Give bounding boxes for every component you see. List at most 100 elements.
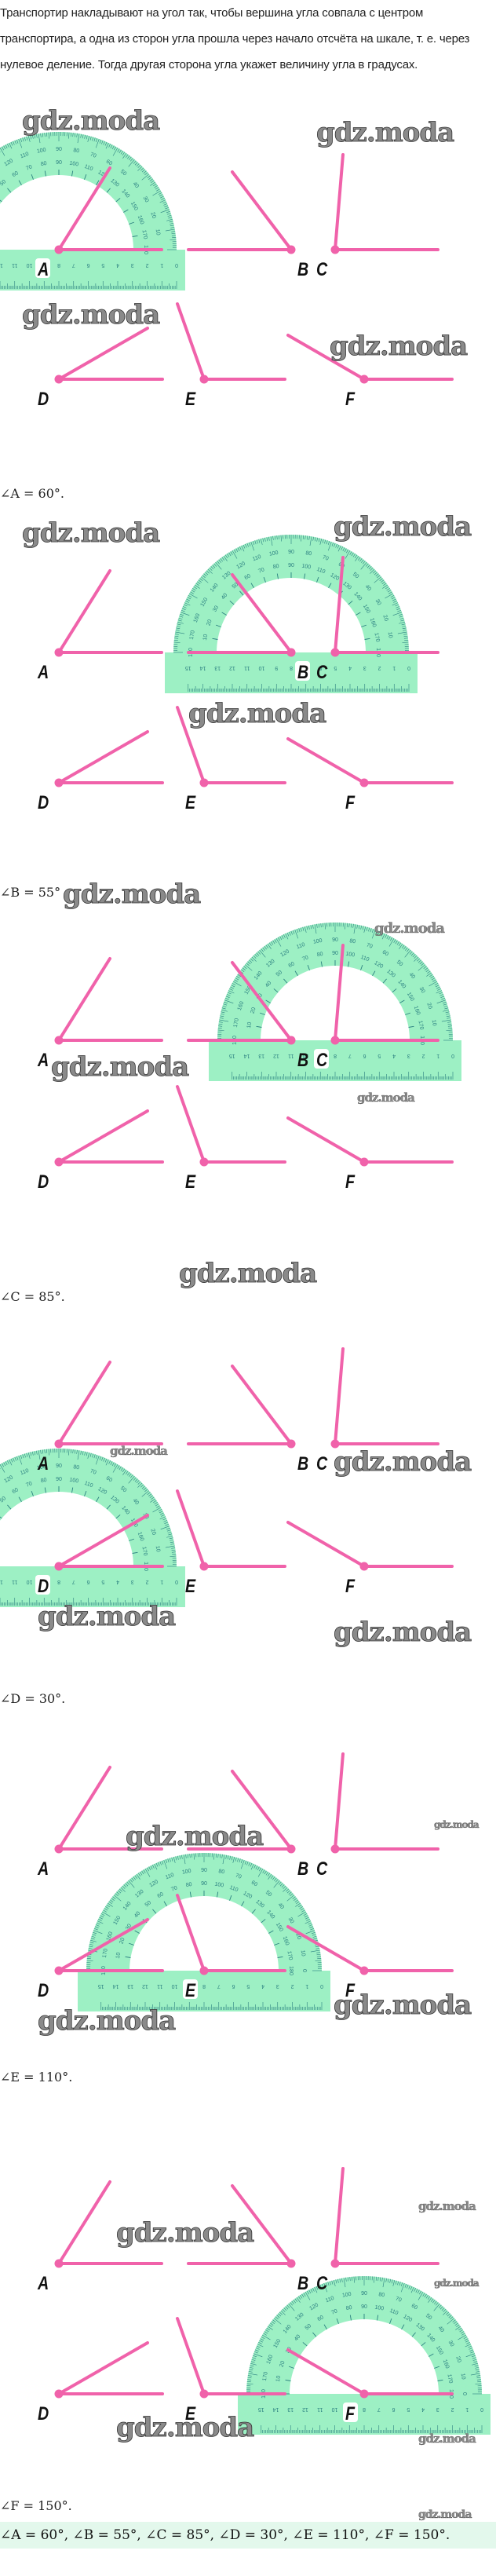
degree-tick: [165, 206, 170, 210]
degree-tick: [68, 132, 70, 139]
degree-tick: [136, 1873, 140, 1880]
degree-tick: [193, 586, 197, 590]
degree-tick: [346, 923, 348, 927]
protractor-arc: [86, 1853, 322, 1971]
angle-label-a: A: [37, 1858, 49, 1879]
degree-tick: [150, 1865, 153, 1869]
degree-tick: [97, 1920, 104, 1924]
ruler-label: 3: [276, 1983, 279, 1989]
degree-tick: [292, 930, 295, 934]
angle-c: C: [316, 1752, 439, 1879]
degree-tick: [93, 1930, 103, 1935]
degree-tick: [106, 1904, 110, 1908]
degree-tick: [127, 155, 130, 159]
degree-tick: [218, 1023, 223, 1025]
degree-tick: [283, 1885, 286, 1889]
degree-tick: [239, 546, 242, 550]
degree-tick: [20, 138, 23, 142]
degree-tick: [257, 951, 261, 955]
degree-tick: [128, 1475, 135, 1484]
angle-f: F: [286, 1925, 454, 2001]
degree-tick: [407, 948, 410, 952]
degree-tick: [458, 2334, 467, 2340]
degree-tick: [348, 923, 350, 928]
degree-tick: [42, 1449, 44, 1454]
angle-side: [286, 1521, 366, 1568]
degree-tick: [119, 149, 122, 154]
degree-tick: [430, 2298, 434, 2302]
degree-tick: [255, 2348, 260, 2350]
angle-e: E: [176, 302, 286, 409]
degree-tick: [262, 947, 265, 951]
degree-tick: [0, 1463, 5, 1473]
degree-tick-major: [408, 1025, 414, 1028]
degree-tick: [152, 190, 162, 196]
degree-tick: [391, 597, 396, 600]
degree-tick: [144, 1868, 151, 1877]
degree-tick-major: [288, 2366, 294, 2369]
angle-d: D: [38, 730, 164, 813]
degree-tick: [111, 145, 115, 150]
inner-scale-label: 60: [244, 573, 252, 581]
degree-tick: [177, 619, 182, 622]
degree-tick-major: [84, 174, 87, 180]
degree-tick: [414, 956, 419, 962]
degree-tick: [91, 1935, 96, 1938]
outer-scale-label: 60: [381, 949, 389, 957]
angle-side: [176, 1085, 206, 1164]
ruler-label: 2: [145, 1579, 148, 1584]
degree-tick: [84, 1451, 86, 1456]
angle-vertex: [286, 1439, 296, 1449]
degree-tick-major: [405, 1012, 411, 1015]
degree-tick: [276, 535, 278, 540]
degree-tick: [267, 2326, 273, 2330]
degree-tick: [72, 1449, 74, 1454]
degree-tick-major: [364, 638, 370, 640]
degree-tick: [404, 640, 409, 641]
degree-tick: [257, 1866, 260, 1871]
degree-tick: [172, 1554, 177, 1555]
degree-tick: [399, 613, 403, 616]
inner-scale-label: 50: [144, 1900, 153, 1908]
degree-tick: [9, 142, 13, 149]
degree-tick: [297, 2296, 301, 2300]
degree-tick: [342, 547, 345, 551]
outer-scale-label: 20: [381, 614, 388, 622]
degree-tick: [410, 2286, 413, 2290]
degree-tick: [156, 1505, 160, 1508]
degree-tick: [253, 2351, 258, 2354]
degree-tick: [458, 2327, 462, 2331]
degree-tick: [315, 1946, 319, 1948]
degree-tick: [137, 166, 143, 171]
ruler-label: 15: [258, 2406, 264, 2412]
degree-tick: [327, 541, 332, 551]
degree-tick: [31, 134, 34, 139]
angle-side: [231, 573, 293, 654]
ruler-label: 12: [0, 1579, 3, 1584]
degree-tick: [232, 1857, 235, 1863]
outer-scale-label: 50: [425, 2313, 433, 2321]
degree-tick: [218, 1025, 223, 1027]
degree-tick: [298, 928, 301, 933]
degree-tick: [382, 584, 388, 589]
degree-tick: [22, 1454, 24, 1459]
angle-d: D: [38, 1918, 164, 2001]
outer-scale-label: 110: [325, 2296, 335, 2304]
degree-tick: [414, 2288, 417, 2292]
degree-tick: [117, 1465, 120, 1469]
degree-tick: [304, 1915, 308, 1918]
ruler-label: 10: [172, 1983, 178, 1989]
degree-tick: [22, 137, 24, 142]
degree-tick-major: [251, 1909, 256, 1914]
degree-tick-major: [132, 1551, 138, 1554]
degree-tick: [424, 2293, 427, 2298]
angle-f: F: [286, 1116, 454, 1192]
degree-tick: [297, 1911, 307, 1917]
angle-a: A: [37, 1766, 163, 1879]
degree-tick: [401, 623, 406, 626]
degree-tick: [390, 595, 395, 597]
degree-tick: [259, 1867, 261, 1872]
outer-scale-label: 20: [454, 2355, 461, 2363]
angle-label-b: B: [297, 2272, 308, 2293]
degree-tick: [331, 542, 334, 546]
